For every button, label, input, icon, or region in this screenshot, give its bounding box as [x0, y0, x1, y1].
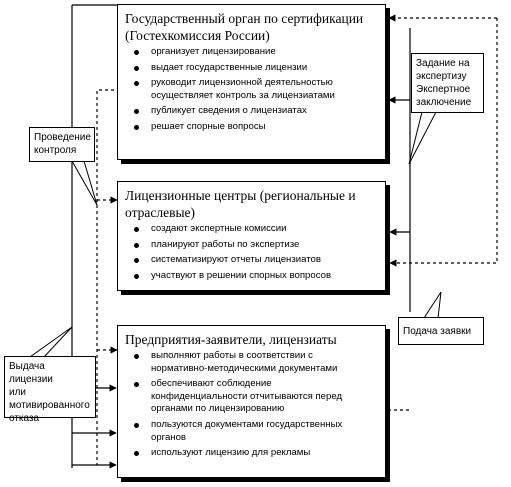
- left-dashed-control-line: [96, 89, 126, 465]
- list-item: планируют работы по экспертизе: [125, 239, 379, 252]
- authority-title: Государственный орган по сертификации (Г…: [125, 11, 364, 43]
- centers-title: Лицензионные центры (региональные и отра…: [125, 188, 356, 220]
- list-item: систематизируют отчеты лицензиатов: [125, 254, 379, 267]
- bullet-icon: [134, 382, 139, 388]
- list-item: обеспечивают соблюдение конфиденциальнос…: [125, 378, 379, 416]
- expertise-callout: Задание на экспертизу Экспертное заключе…: [411, 53, 484, 113]
- list-item: выполняют работы в соответствии с нормат…: [125, 350, 379, 375]
- application-callout-tail: [423, 291, 442, 319]
- control-callout-tail: [71, 160, 98, 206]
- bullet-icon: [134, 227, 139, 232]
- bullet-icon: [134, 242, 139, 248]
- centers-list: создают экспертные комиссии планируют ра…: [125, 223, 379, 282]
- bullet-icon: [134, 65, 139, 71]
- list-item: публикует сведения о лицензиатах: [125, 105, 379, 118]
- centers-box: Лицензионные центры (региональные и отра…: [117, 181, 386, 291]
- list-item: пользуются документами государственных о…: [125, 419, 379, 444]
- authority-box: Государственный орган по сертификации (Г…: [117, 4, 386, 160]
- bullet-icon: [134, 422, 139, 428]
- bullet-icon: [134, 50, 139, 55]
- bullet-icon: [134, 81, 139, 87]
- list-item: организует лицензирование: [125, 46, 379, 59]
- list-item: используют лицензию для рекламы: [125, 447, 379, 460]
- expertise-callout-tail: [408, 111, 437, 165]
- list-item: участвуют в решении спорных вопросов: [125, 270, 379, 283]
- license-callout-tail: [28, 326, 73, 358]
- bullet-icon: [134, 354, 139, 359]
- bullet-icon: [134, 109, 139, 115]
- list-item: решает спорные вопросы: [125, 121, 379, 134]
- bullet-icon: [134, 258, 139, 264]
- control-callout: Проведение контроля: [29, 127, 95, 162]
- application-callout: Подача заявки: [398, 317, 484, 345]
- list-item: руководит лицензионной деятельностью осу…: [125, 77, 379, 102]
- bullet-icon: [134, 273, 139, 279]
- license-callout: Выдача лицензии или мотивированного отка…: [4, 356, 96, 424]
- enterprises-box: Предприятия-заявители, лицензиаты выполн…: [117, 325, 386, 478]
- authority-list: организует лицензирование выдает государ…: [125, 46, 379, 134]
- bullet-icon: [134, 451, 139, 457]
- list-item: создают экспертные комиссии: [125, 223, 379, 236]
- list-item: выдает государственные лицензии: [125, 62, 379, 75]
- bullet-icon: [134, 124, 139, 130]
- enterprises-list: выполняют работы в соответствии с нормат…: [125, 350, 379, 460]
- enterprises-title: Предприятия-заявители, лицензиаты: [125, 332, 337, 347]
